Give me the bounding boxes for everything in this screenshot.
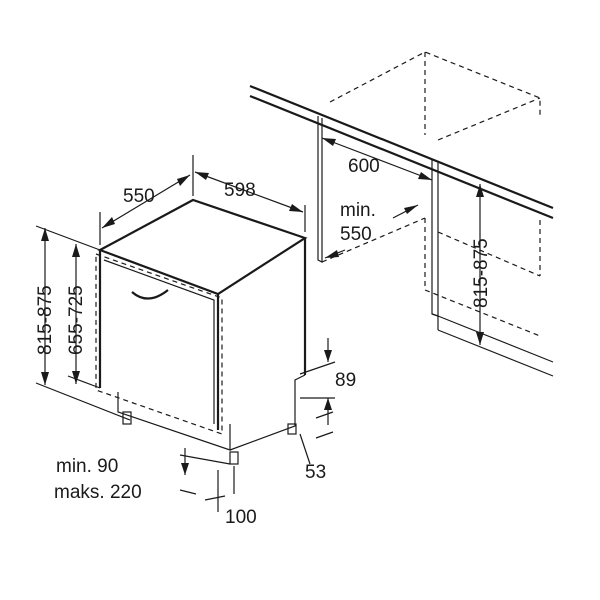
foot-front-right [229,451,239,465]
niche-right-panel [431,160,439,317]
floor-line-1 [437,315,554,363]
label-depth-550: 550 [123,186,155,207]
niche-outline [249,51,554,377]
label-niche-600: 600 [348,156,380,177]
foot-front-left [122,411,132,425]
dimension-labels: 550 598 600 min. 550 815-875 655-725 815… [35,156,492,528]
door-dashed [95,253,223,435]
floor-line-2 [437,329,554,377]
cabinet-right-dashed [437,97,541,141]
label-height-total: 815-875 [35,285,56,355]
niche-mid-dashed [437,231,541,277]
label-plinth-max: maks. 220 [54,482,142,503]
label-niche-min: min. [340,200,376,221]
door-inner [103,259,215,424]
niche-floor-left-dashed [321,217,426,263]
plinth-side [229,374,306,451]
floor-dashed [424,289,541,337]
label-niche-550: 550 [340,224,372,245]
dimension-lines [35,137,484,512]
dishwasher [95,198,308,465]
foot-back-right [287,423,297,435]
label-foot-53: 53 [305,462,326,483]
cabinet-top-dashed [329,51,541,118]
niche-left-panel [317,116,323,263]
floor-corner [431,313,439,330]
label-plinth-min: min. 90 [56,456,118,477]
label-plinth-89: 89 [335,370,356,391]
dishwasher-top [97,198,308,296]
counter-top-edge [249,84,554,210]
label-height-door: 655-725 [66,285,87,355]
label-foot-100: 100 [225,507,257,528]
label-width-598: 598 [224,180,256,201]
door-handle [131,289,169,300]
counter-bottom-edge [249,94,554,220]
plinth-front [117,392,231,451]
label-niche-height: 815-875 [471,238,492,308]
